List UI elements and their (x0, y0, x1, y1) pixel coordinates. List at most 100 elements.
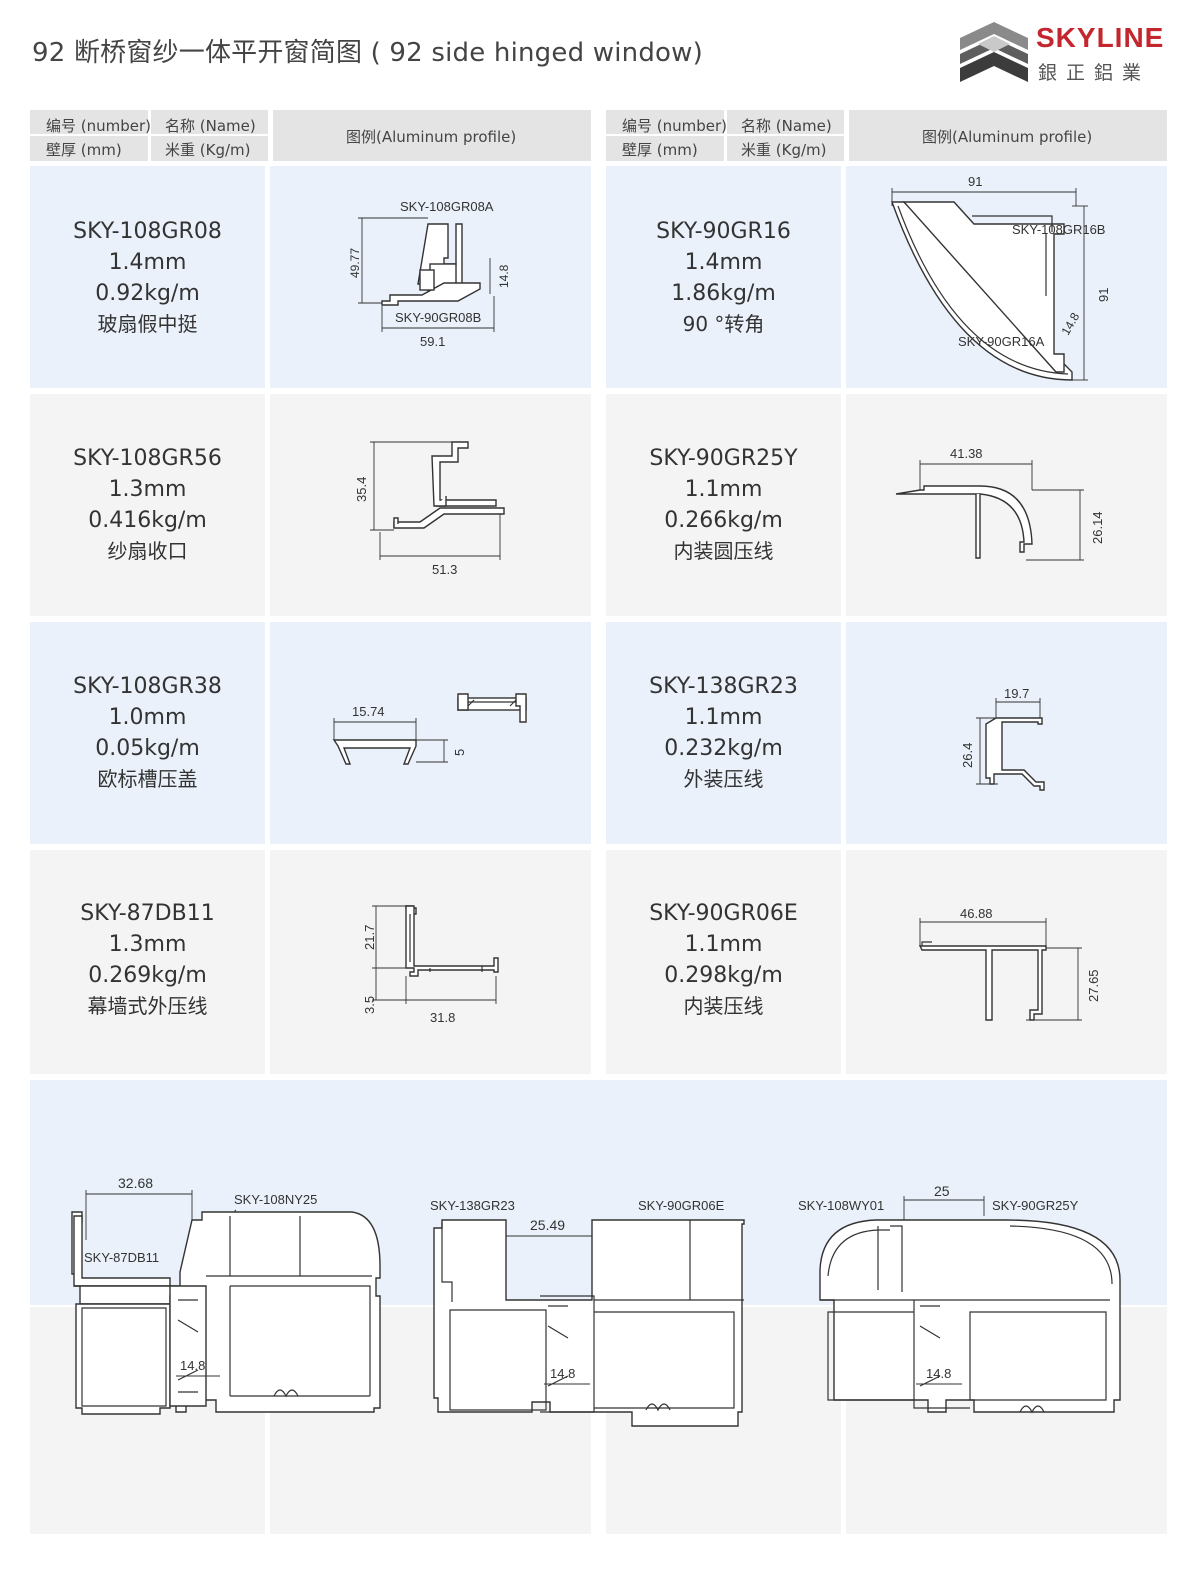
dim-label: 49.77 (348, 248, 362, 278)
brand-name-cn: 銀正鋁業 (1038, 62, 1151, 84)
header-number: 编号 (number) (622, 117, 728, 135)
product-code: SKY-108GR38 (73, 674, 222, 699)
product-thickness: 1.1mm (684, 705, 763, 730)
dim-label: 51.3 (432, 562, 457, 577)
dim-label: 41.38 (950, 446, 983, 461)
part-label: SKY-108WY01 (798, 1198, 884, 1213)
header-thickness: 壁厚 (mm) (46, 141, 122, 159)
product-name: 幕墙式外压线 (87, 994, 208, 1018)
dim-label: 14.8 (926, 1366, 951, 1381)
product-info-sky-108gr08: SKY-108GR08 1.4mm 0.92kg/m 玻扇假中挺 (30, 216, 265, 340)
profile-drawing-sky-90gr16: 91 91 SKY-108GR16B SKY-90GR16A 14.8 (891, 174, 1111, 381)
part-label: SKY-108GR08A (400, 199, 494, 214)
header-weight: 米重 (Kg/m) (165, 141, 251, 159)
dim-label: 3.5 (362, 996, 377, 1014)
dim-label: 35.4 (354, 477, 369, 502)
profile-drawing-sky-87db11: 21.7 3.5 31.8 (362, 905, 499, 1025)
header-profile: 图例(Aluminum profile) (922, 128, 1093, 146)
table-header-right: 编号 (number) 壁厚 (mm) 名称 (Name) 米重 (Kg/m) … (606, 110, 1167, 161)
table-header-left: 编号 (number) 壁厚 (mm) 名称 (Name) 米重 (Kg/m) … (30, 110, 591, 161)
product-thickness: 1.0mm (108, 705, 187, 730)
dim-label: 21.7 (362, 925, 377, 950)
profile-drawing-sky-108gr38: 15.74 5 (332, 693, 527, 765)
product-weight: 0.05kg/m (95, 736, 200, 761)
dim-label: 59.1 (420, 334, 445, 349)
profile-drawing-sky-108gr56: 35.4 51.3 (354, 441, 505, 577)
product-thickness: 1.3mm (108, 477, 187, 502)
dim-label: 27.65 (1086, 969, 1101, 1002)
assembly-2: SKY-138GR23 SKY-90GR06E 25.49 14.8 (430, 1198, 745, 1427)
product-thickness: 1.1mm (684, 932, 763, 957)
product-thickness: 1.4mm (684, 250, 763, 275)
product-weight: 0.266kg/m (664, 508, 783, 533)
part-label: SKY-90GR06E (638, 1198, 725, 1213)
product-code: SKY-138GR23 (649, 674, 798, 699)
header-name: 名称 (Name) (165, 117, 256, 135)
dim-label: 26.14 (1090, 511, 1105, 544)
dim-label: 14.8 (550, 1366, 575, 1381)
product-name: 欧标槽压盖 (97, 767, 198, 791)
product-info-sky-108gr56: SKY-108GR56 1.3mm 0.416kg/m 纱扇收口 (30, 443, 265, 567)
dim-label: 5 (452, 749, 467, 756)
product-info-sky-138gr23: SKY-138GR23 1.1mm 0.232kg/m 外装压线 (606, 671, 841, 795)
product-thickness: 1.4mm (108, 250, 187, 275)
dim-label: 91 (1096, 288, 1111, 302)
dim-label: 19.7 (1004, 686, 1029, 701)
assembly-3: SKY-108WY01 SKY-90GR25Y 25 14.8 (798, 1183, 1121, 1414)
product-info-sky-90gr25y: SKY-90GR25Y 1.1mm 0.266kg/m 内装圆压线 (606, 443, 841, 567)
dim-label: 26.4 (960, 743, 975, 768)
product-code: SKY-90GR25Y (649, 446, 798, 471)
product-thickness: 1.1mm (684, 477, 763, 502)
part-label: SKY-138GR23 (430, 1198, 515, 1213)
product-weight: 0.298kg/m (664, 963, 783, 988)
product-name: 玻扇假中挺 (97, 312, 198, 336)
product-thickness: 1.3mm (108, 932, 187, 957)
product-code: SKY-87DB11 (80, 901, 215, 926)
dim-label: 91 (968, 174, 982, 189)
product-code: SKY-108GR08 (73, 219, 222, 244)
dim-label: 14.8 (1058, 310, 1082, 338)
product-name: 90 °转角 (682, 312, 765, 336)
product-weight: 0.92kg/m (95, 281, 200, 306)
dim-label: 31.8 (430, 1010, 455, 1025)
profile-drawing-sky-108gr08: 49.77 SKY-108GR08A 14.8 SKY-90GR08B 59.1 (348, 199, 511, 349)
profile-drawing-sky-90gr06e: 46.88 27.65 (918, 906, 1101, 1021)
brand-logo: SKYLINE 銀正鋁業 (958, 20, 1178, 88)
product-name: 纱扇收口 (107, 539, 188, 563)
header-thickness: 壁厚 (mm) (622, 141, 698, 159)
part-label: SKY-90GR25Y (992, 1198, 1079, 1213)
product-info-sky-90gr16: SKY-90GR16 1.4mm 1.86kg/m 90 °转角 (606, 216, 841, 340)
product-code: SKY-108GR56 (73, 446, 222, 471)
header-weight: 米重 (Kg/m) (741, 141, 827, 159)
product-info-sky-87db11: SKY-87DB11 1.3mm 0.269kg/m 幕墙式外压线 (30, 898, 265, 1022)
skyline-s-logo-icon (960, 22, 1028, 82)
page-title: 92 断桥窗纱一体平开窗简图 ( 92 side hinged window) (32, 38, 703, 68)
assembly-drawings: 32.68 SKY-108NY25 SKY-87DB11 14.8 SKY-13… (71, 1175, 1121, 1427)
part-label: SKY-90GR08B (395, 310, 481, 325)
product-name: 内装压线 (683, 994, 764, 1018)
part-label: SKY-90GR16A (958, 334, 1045, 349)
product-code: SKY-90GR06E (649, 901, 798, 926)
dim-label: 14.8 (497, 264, 511, 288)
product-info-sky-90gr06e: SKY-90GR06E 1.1mm 0.298kg/m 内装压线 (606, 898, 841, 1022)
header-profile: 图例(Aluminum profile) (346, 128, 517, 146)
part-label: SKY-108GR16B (1012, 222, 1105, 237)
product-code: SKY-90GR16 (656, 219, 791, 244)
dim-label: 25 (934, 1183, 950, 1199)
dim-label: 46.88 (960, 906, 993, 921)
product-weight: 0.416kg/m (88, 508, 207, 533)
dim-label: 25.49 (530, 1217, 565, 1233)
dim-label: 14.8 (180, 1358, 205, 1373)
product-info-sky-108gr38: SKY-108GR38 1.0mm 0.05kg/m 欧标槽压盖 (30, 671, 265, 795)
header-number: 编号 (number) (46, 117, 152, 135)
part-label: SKY-108NY25 (234, 1192, 317, 1207)
product-name: 内装圆压线 (673, 539, 774, 563)
product-weight: 0.269kg/m (88, 963, 207, 988)
profile-drawing-sky-138gr23: 19.7 26.4 (960, 686, 1045, 791)
assembly-1: 32.68 SKY-108NY25 SKY-87DB11 14.8 (71, 1175, 381, 1415)
part-label: SKY-87DB11 (84, 1250, 159, 1265)
profile-drawing-sky-90gr25y: 41.38 26.14 (895, 446, 1105, 561)
header-name: 名称 (Name) (741, 117, 832, 135)
product-weight: 0.232kg/m (664, 736, 783, 761)
dim-label: 15.74 (352, 704, 385, 719)
